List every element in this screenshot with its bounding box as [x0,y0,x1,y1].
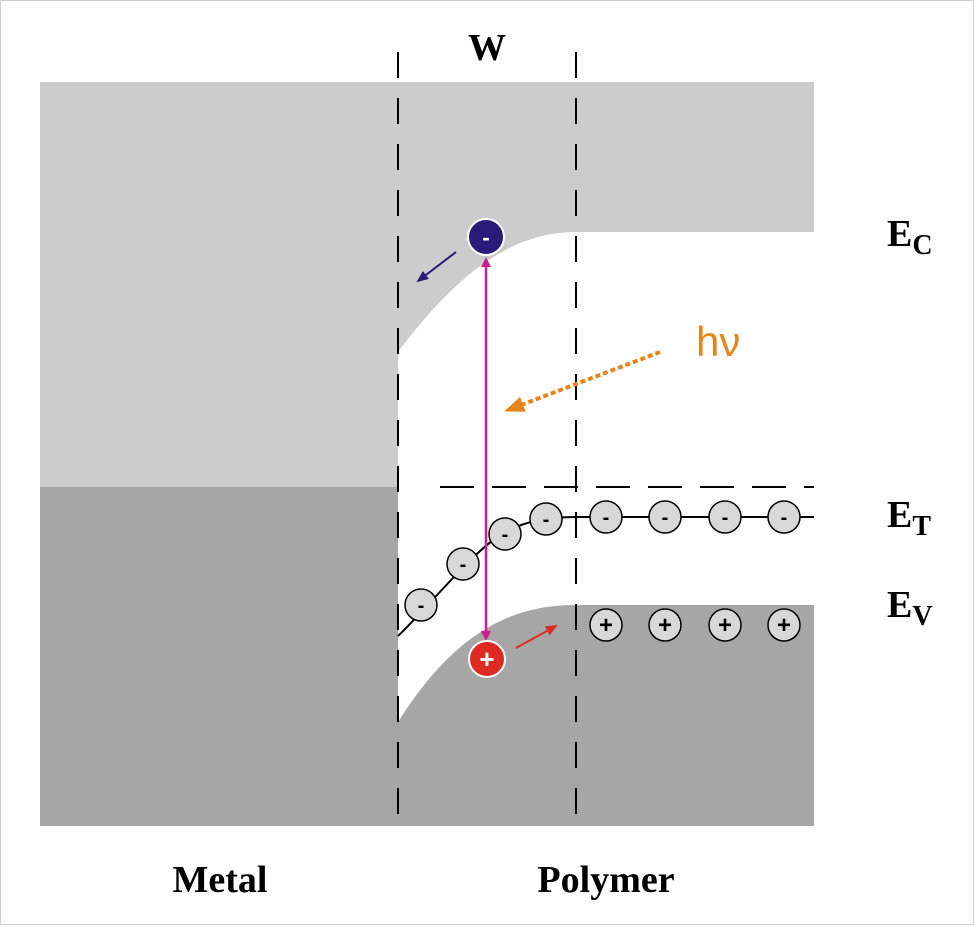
trap-level-label: ET [887,494,931,542]
svg-text:-: - [722,507,729,529]
positive-charge: + [589,608,623,642]
ionized-positive-charges: + + + + [589,608,801,642]
photon-label: hν [696,318,740,365]
trapped-charge: - [767,500,801,534]
trapped-charge: - [404,588,438,622]
width-label: W [468,27,506,69]
electron-drift-arrow [416,251,457,283]
svg-text:+: + [658,612,672,639]
trapped-charge: - [488,517,522,551]
positive-charge: + [648,608,682,642]
svg-text:-: - [460,554,467,576]
valence-band-label: EV [887,584,933,632]
svg-text:-: - [603,507,610,529]
trapped-charge: - [648,500,682,534]
svg-text:-: - [502,524,509,546]
svg-text:+: + [777,612,791,639]
metal-lower-region [40,487,398,826]
svg-text:-: - [662,507,669,529]
svg-text:+: + [599,612,613,639]
svg-text:-: - [418,595,425,617]
electron-sign: - [482,225,489,250]
photon-arrow [504,350,661,412]
trapped-charge: - [446,547,480,581]
svg-text:-: - [781,507,788,529]
positive-charge: + [767,608,801,642]
trapped-charge: - [529,502,563,536]
conduction-band-label: EC [887,213,933,261]
metal-label: Metal [173,859,268,901]
polymer-label: Polymer [537,859,674,901]
hole-sign: + [479,644,494,674]
metal-upper-region [40,82,398,487]
conduction-band-region [398,82,814,352]
electron-charge: - [467,218,505,256]
positive-charge: + [708,608,742,642]
trapped-negative-charges: - - - - - - - - [404,500,801,622]
hole-drift-arrow [515,625,558,649]
svg-text:+: + [718,612,732,639]
svg-text:-: - [543,509,550,531]
hole-charge: + [468,640,506,678]
trapped-charge: - [708,500,742,534]
trapped-charge: - [589,500,623,534]
